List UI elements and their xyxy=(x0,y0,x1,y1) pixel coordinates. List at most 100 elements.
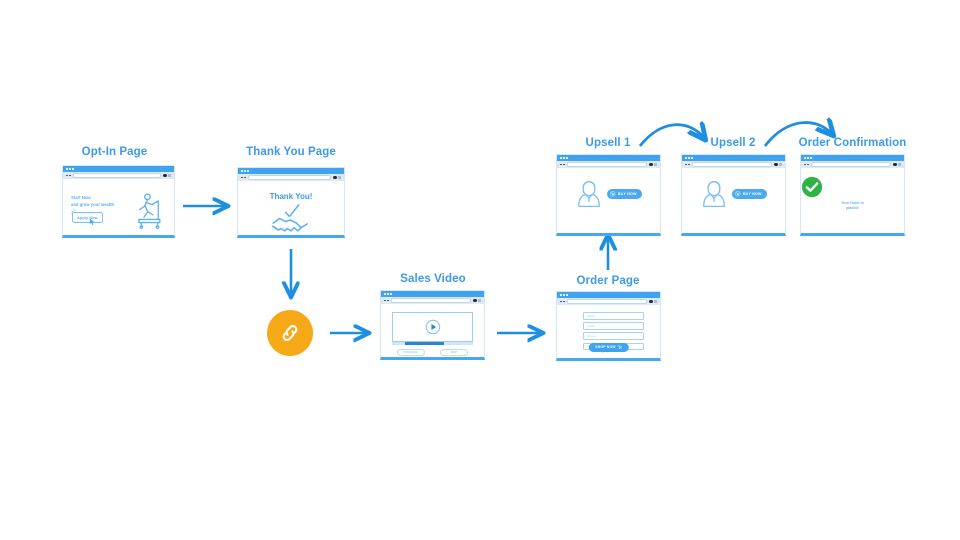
browser-window-confirmation[interactable]: Your Order is placed! xyxy=(800,154,905,236)
tab-dot-icon xyxy=(807,157,809,159)
browser-titlebar xyxy=(557,155,660,161)
menu-icon xyxy=(654,299,657,304)
profile-icon xyxy=(774,162,778,167)
order-field-phone[interactable]: phone xyxy=(583,332,644,340)
shop-now-label: SHOP NOW xyxy=(595,345,616,350)
thankyou-page-body: Thank You! xyxy=(238,181,344,235)
video-progress-fill xyxy=(404,342,444,345)
thankyou-heading: Thank You! xyxy=(269,192,313,201)
address-bar[interactable] xyxy=(248,174,332,181)
tab-dot-icon xyxy=(688,157,690,159)
chain-link-icon xyxy=(282,325,298,341)
orderpage-body: name email phone card SHOP NOW xyxy=(557,305,660,358)
upsell1-body: BUY NOW xyxy=(557,168,660,233)
browser-window-salesvideo[interactable]: PURCHASE NEXT xyxy=(380,290,485,360)
address-bar[interactable] xyxy=(567,161,648,168)
nav-dots-icon xyxy=(804,163,810,166)
menu-icon xyxy=(898,162,901,167)
link-node-circle[interactable] xyxy=(267,310,313,356)
tab-dot-icon xyxy=(566,294,568,296)
browser-toolbar xyxy=(557,298,660,305)
node-title-thankyou: Thank You Page xyxy=(246,146,336,158)
toolbar-right-icons xyxy=(473,298,481,303)
treadmill-runner-icon xyxy=(138,193,161,230)
confirmation-content: Your Order is placed! xyxy=(801,176,904,212)
profile-icon xyxy=(893,162,897,167)
browser-window-orderpage[interactable]: name email phone card SHOP NOW xyxy=(556,291,661,361)
tab-dot-icon xyxy=(247,170,249,172)
optin-apply-now-button[interactable]: Apply Now xyxy=(72,212,103,223)
upsell1-offer-row: BUY NOW xyxy=(557,179,660,209)
address-bar[interactable] xyxy=(567,298,648,305)
menu-icon xyxy=(168,173,171,178)
optin-headline: Start Now and grow your wealth xyxy=(71,195,115,207)
browser-toolbar xyxy=(238,174,344,181)
upsell2-buy-now-label: BUY NOW xyxy=(742,192,762,196)
video-progress-bar[interactable] xyxy=(392,342,473,345)
order-field-email[interactable]: email xyxy=(583,322,644,330)
browser-window-thankyou[interactable]: Thank You! xyxy=(237,167,345,238)
click-spark-icon xyxy=(71,208,75,214)
tab-dot-icon xyxy=(384,293,386,295)
video-next-button[interactable]: NEXT xyxy=(440,349,469,356)
address-bar[interactable] xyxy=(391,297,472,304)
nav-dots-icon xyxy=(384,299,390,302)
video-purchase-button[interactable]: PURCHASE xyxy=(396,349,425,356)
tab-dot-icon xyxy=(66,168,68,170)
tab-dot-icon xyxy=(69,168,71,170)
mouse-cursor-icon xyxy=(89,218,95,226)
order-field-name[interactable]: name xyxy=(583,312,644,320)
tab-dot-icon xyxy=(72,168,74,170)
browser-titlebar xyxy=(801,155,904,161)
address-bar[interactable] xyxy=(73,172,162,179)
tab-dot-icon xyxy=(691,157,693,159)
click-spark-icon xyxy=(619,338,623,341)
nav-dots-icon xyxy=(685,163,691,166)
browser-window-upsell1[interactable]: BUY NOW xyxy=(556,154,661,236)
optin-page-body: Start Now and grow your wealth Apply Now xyxy=(63,179,174,235)
shop-now-button[interactable]: SHOP NOW xyxy=(588,343,629,352)
video-button-row: PURCHASE NEXT xyxy=(389,349,476,356)
address-bar[interactable] xyxy=(692,161,773,168)
tab-dot-icon xyxy=(566,157,568,159)
toolbar-right-icons xyxy=(649,162,657,167)
browser-toolbar xyxy=(801,161,904,168)
nav-dots-icon xyxy=(66,174,72,177)
nav-dots-icon xyxy=(560,300,566,303)
upsell1-buy-now-button[interactable]: BUY NOW xyxy=(607,188,642,200)
cart-icon xyxy=(610,191,616,197)
browser-titlebar xyxy=(557,292,660,298)
confirmation-body: Your Order is placed! xyxy=(801,168,904,233)
green-check-circle-icon xyxy=(801,176,823,198)
upsell2-offer-row: BUY NOW xyxy=(682,179,785,209)
tab-dot-icon xyxy=(387,293,389,295)
menu-icon xyxy=(478,298,481,303)
tab-dot-icon xyxy=(390,293,392,295)
tab-dot-icon xyxy=(563,294,565,296)
profile-icon xyxy=(333,175,337,180)
upsell1-buy-now-label: BUY NOW xyxy=(617,192,637,196)
node-title-upsell2: Upsell 2 xyxy=(710,137,756,149)
tab-dot-icon xyxy=(685,157,687,159)
play-button-icon[interactable] xyxy=(425,319,441,335)
node-title-salesvideo: Sales Video xyxy=(400,273,466,285)
toolbar-right-icons xyxy=(333,175,341,180)
address-bar[interactable] xyxy=(811,161,892,168)
browser-toolbar xyxy=(63,172,174,179)
browser-window-optin[interactable]: Start Now and grow your wealth Apply Now xyxy=(62,165,175,238)
node-title-optin: Opt-In Page xyxy=(81,146,148,158)
tab-dot-icon xyxy=(241,170,243,172)
browser-window-upsell2[interactable]: BUY NOW xyxy=(681,154,786,236)
nav-dots-icon xyxy=(241,176,247,179)
toolbar-right-icons xyxy=(649,299,657,304)
profile-icon xyxy=(649,162,653,167)
upsell2-buy-now-button[interactable]: BUY NOW xyxy=(732,188,767,200)
node-title-confirmation: Order Confirmation xyxy=(798,137,907,149)
upsell2-body: BUY NOW xyxy=(682,168,785,233)
browser-toolbar xyxy=(682,161,785,168)
handshake-check-icon xyxy=(271,204,308,232)
menu-icon xyxy=(338,175,341,180)
click-spark-icon xyxy=(601,351,605,354)
video-player-frame[interactable] xyxy=(392,312,473,342)
